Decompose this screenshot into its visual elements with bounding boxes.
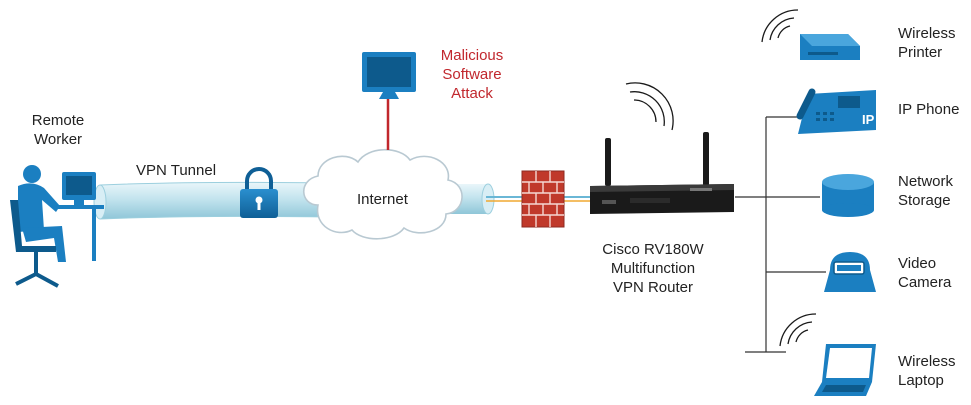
cloud-icon [302, 149, 463, 240]
phone-badge: IP [862, 112, 875, 127]
wifi-icon [779, 313, 817, 347]
video-camera-label: Video Camera [898, 255, 952, 291]
malicious-attack-label: Malicious Software Attack [440, 47, 504, 102]
wireless-laptop-label: Wireless Laptop [898, 353, 956, 389]
camera-icon [824, 252, 876, 292]
phone-icon: IP [796, 88, 876, 134]
wifi-icon [761, 9, 799, 43]
remote-worker-label: Remote Worker [31, 112, 85, 148]
printer-icon [800, 34, 860, 60]
monitor-icon [362, 52, 416, 99]
vpn-tunnel-label: VPN Tunnel [136, 162, 217, 179]
storage-icon [822, 174, 874, 217]
wireless-printer-label: Wireless Printer [898, 25, 956, 61]
wifi-icon [625, 82, 674, 131]
router-icon [590, 132, 734, 214]
person-at-computer-icon [10, 165, 104, 288]
firewall-icon [521, 170, 565, 228]
ip-phone-label: IP Phone [898, 101, 960, 118]
connection-lines [486, 116, 826, 353]
network-storage-label: Network Storage [898, 173, 954, 209]
router-label: Cisco RV180W Multifunction VPN Router [602, 241, 704, 296]
lock-icon [240, 167, 278, 218]
internet-label: Internet [357, 191, 408, 208]
laptop-icon [814, 344, 876, 396]
